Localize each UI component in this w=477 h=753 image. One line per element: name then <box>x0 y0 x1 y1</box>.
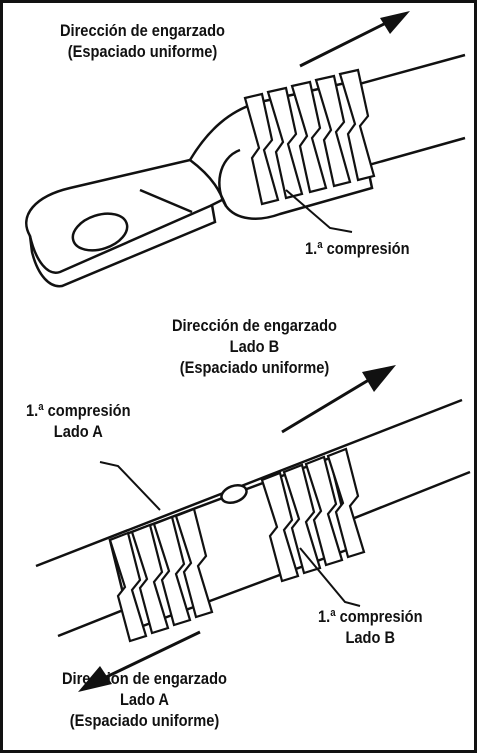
bottom-direction-arrow-a <box>78 630 201 692</box>
top-compression-leader <box>285 189 353 233</box>
compression-b-leader <box>299 547 361 607</box>
bottom-direction-a-label: Dirección de engarzado Lado A (Espaciado… <box>62 669 227 730</box>
compression-a-label: 1.ª compresión Lado A <box>26 401 131 441</box>
bottom-direction-b-label: Dirección de engarzado Lado B (Espaciado… <box>172 316 337 377</box>
bottom-crimp-bands-b <box>260 447 366 583</box>
top-crimp-bands <box>243 68 376 206</box>
bottom-crimp-bands-a <box>108 507 214 643</box>
top-direction-label: Dirección de engarzado (Espaciado unifor… <box>60 21 225 61</box>
bottom-direction-arrow-b <box>281 365 396 434</box>
compression-a-leader <box>99 461 161 511</box>
top-compression-label: 1.ª compresión <box>305 239 410 258</box>
top-direction-arrow <box>299 11 410 68</box>
compression-b-label: 1.ª compresión Lado B <box>318 607 423 647</box>
